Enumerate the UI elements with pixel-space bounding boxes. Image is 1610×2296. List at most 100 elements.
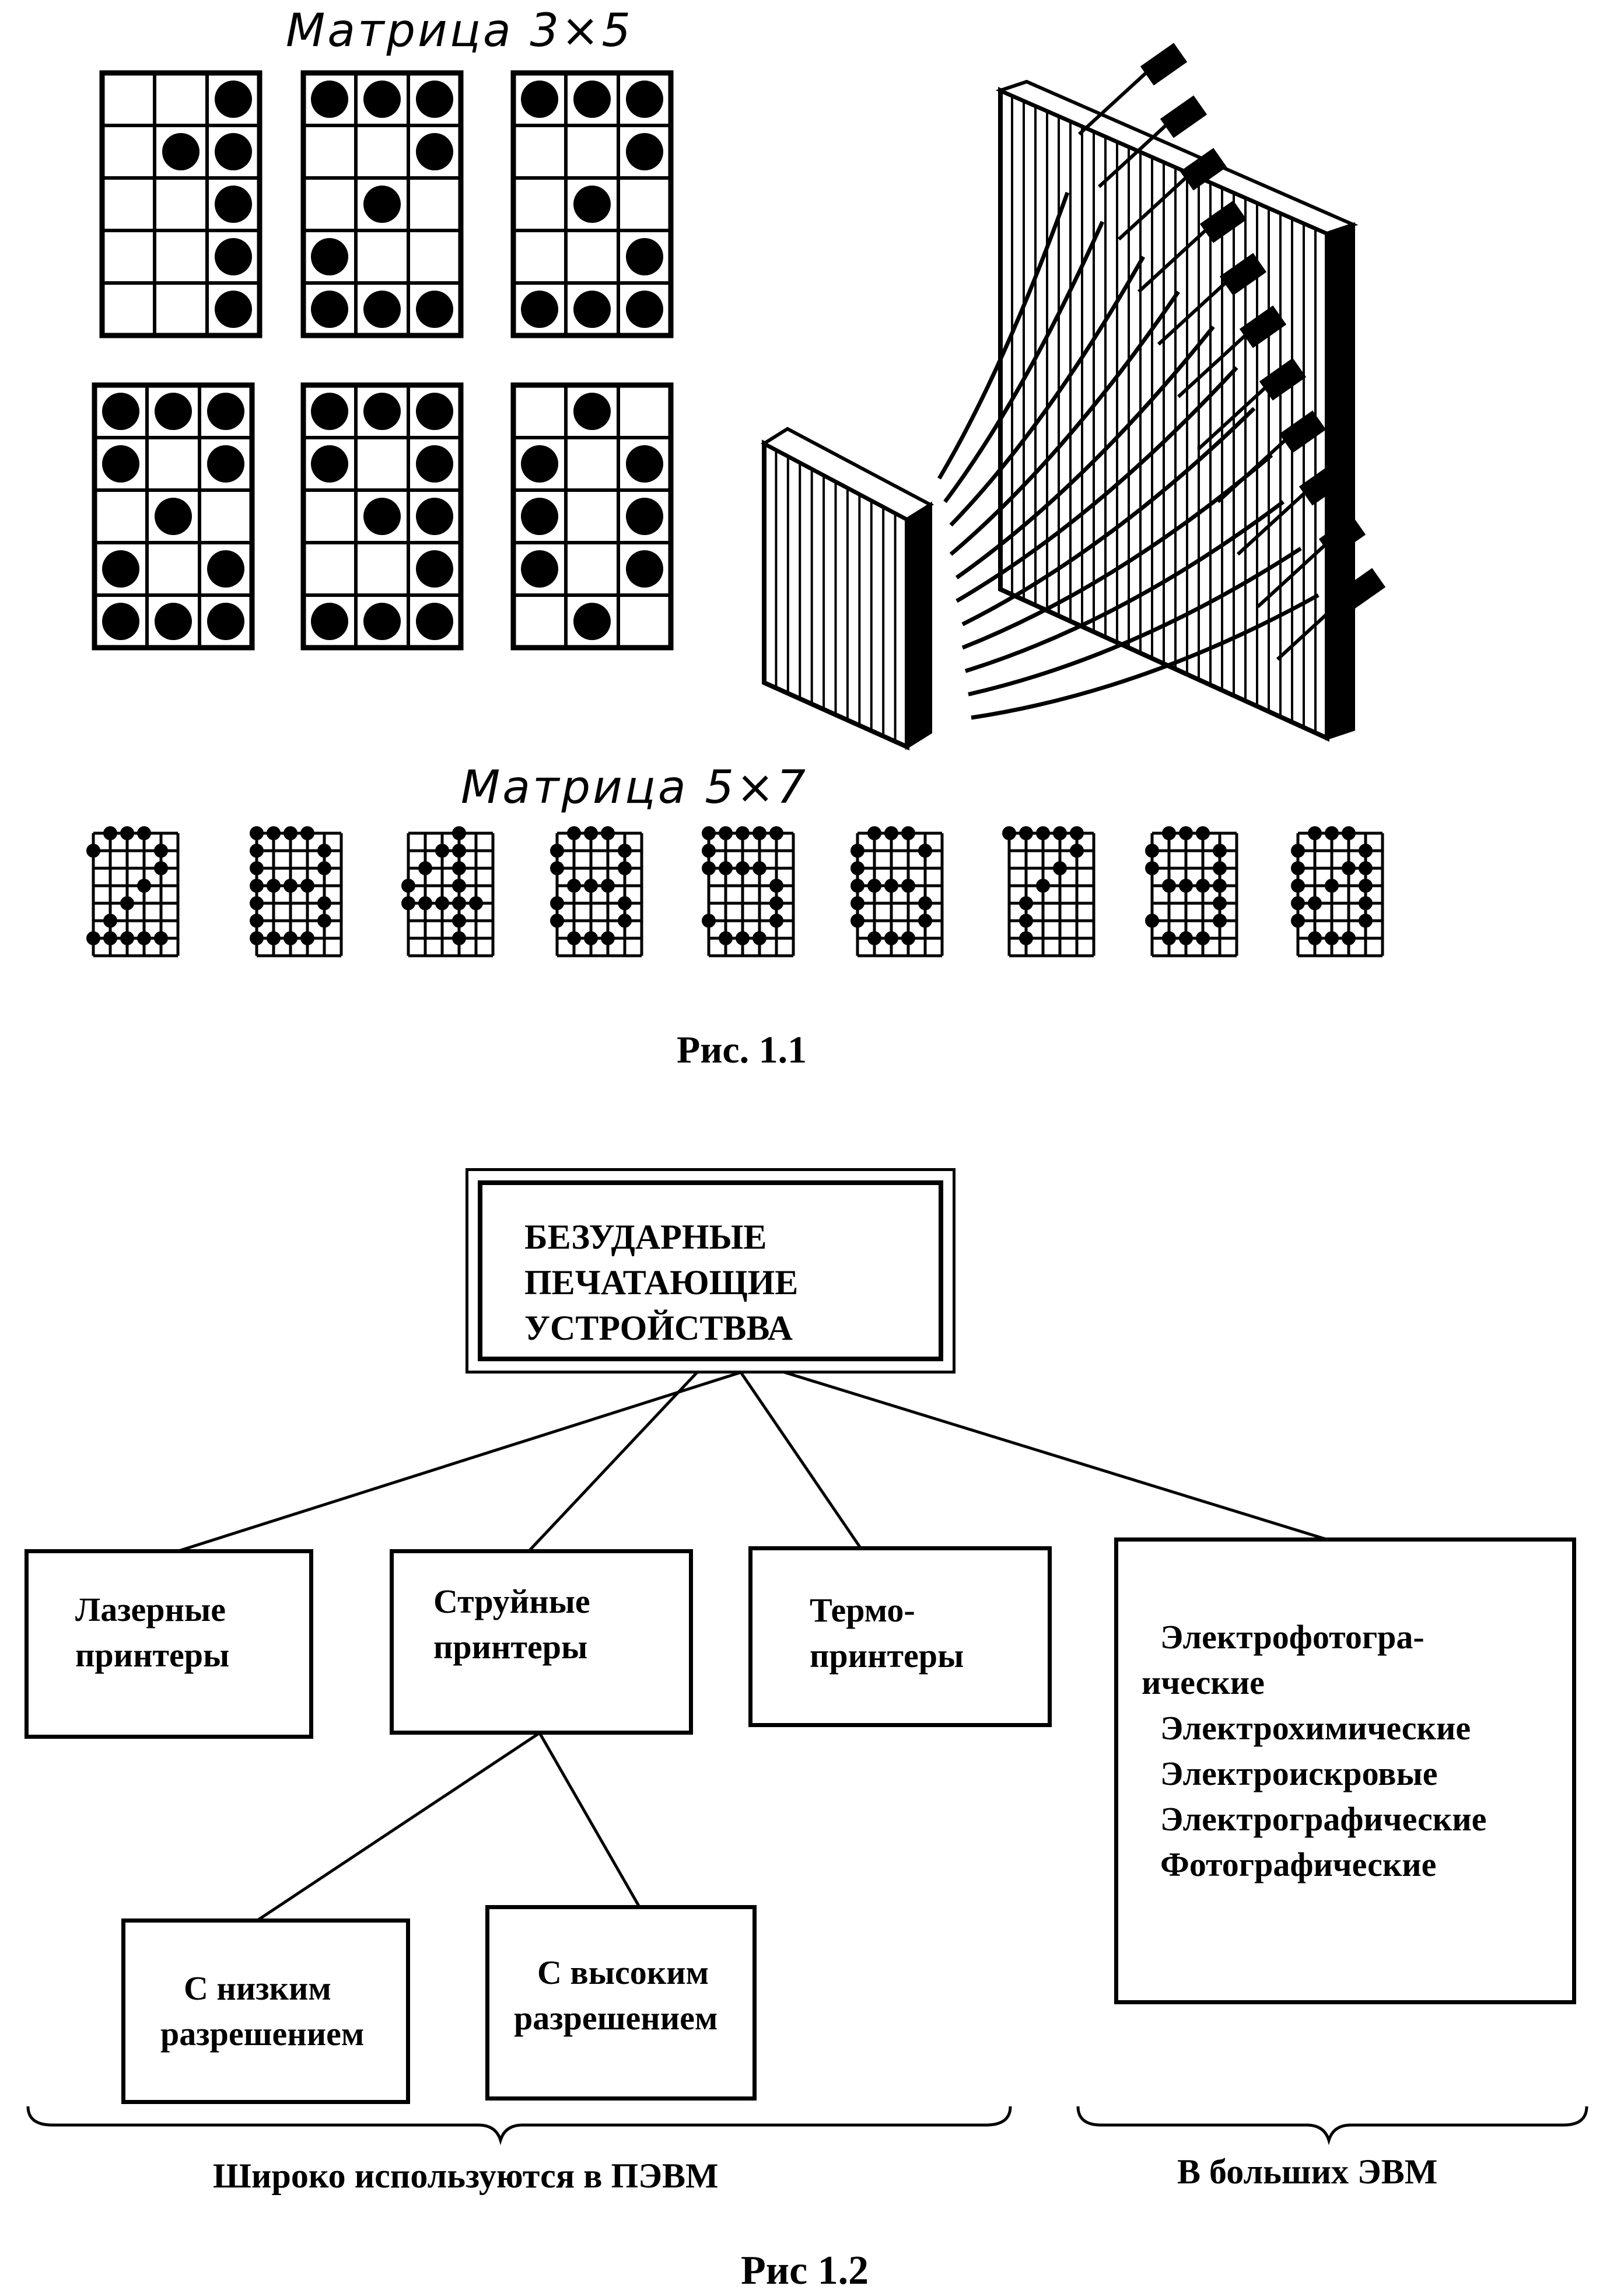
matrix-dot bbox=[573, 291, 611, 328]
matrix-dot bbox=[550, 861, 564, 875]
low-res-line-1: С низким bbox=[184, 1969, 331, 2007]
matrix-dot bbox=[452, 861, 466, 875]
laser-line-2: принтеры bbox=[75, 1636, 230, 1674]
matrix-dot bbox=[584, 879, 598, 893]
matrix-dot bbox=[1196, 826, 1210, 840]
wire-connector bbox=[1239, 305, 1287, 348]
matrix-dot bbox=[363, 498, 401, 535]
matrix-frame bbox=[92, 382, 255, 651]
matrix-dot bbox=[120, 896, 134, 910]
matrix-dot bbox=[1291, 844, 1305, 858]
matrix-dot bbox=[363, 291, 401, 328]
matrix-5x7-3 bbox=[401, 826, 495, 957]
matrix-dot bbox=[1342, 826, 1356, 840]
matrix-dot bbox=[1213, 879, 1227, 893]
matrix-dot bbox=[1308, 896, 1322, 910]
matrix-dot bbox=[618, 914, 632, 928]
matrix-dot bbox=[1342, 861, 1356, 875]
needle bbox=[964, 500, 1285, 673]
inkjet-printers-box: Струйные принтеры bbox=[390, 1549, 693, 1735]
matrix-dot bbox=[1213, 844, 1227, 858]
brace-right-label: В больших ЭВМ bbox=[1177, 2152, 1438, 2191]
matrix-dot bbox=[1019, 896, 1033, 910]
matrix-dot bbox=[1342, 931, 1356, 945]
other-line-2: ические bbox=[1142, 1664, 1265, 1701]
connector-inkjet-highres bbox=[538, 1732, 643, 1912]
matrix-cell bbox=[617, 176, 673, 232]
root-line-3: УСТРОЙСТВВА bbox=[524, 1309, 793, 1347]
connector-root-other bbox=[784, 1371, 1331, 1542]
low-res-box: С низким разрешением bbox=[121, 1918, 410, 2104]
matrix-dot bbox=[702, 914, 716, 928]
matrix-dot bbox=[850, 914, 864, 928]
matrix-dot bbox=[850, 861, 864, 875]
matrix-dot bbox=[1359, 914, 1373, 928]
matrix-dot bbox=[137, 879, 151, 893]
figure-1-2-caption: Рис 1.2 bbox=[741, 2248, 869, 2293]
matrix-dot bbox=[1002, 826, 1016, 840]
matrix-cell bbox=[354, 124, 410, 180]
matrix-dot bbox=[521, 498, 558, 535]
matrix-dot bbox=[1019, 931, 1033, 945]
matrix-dot bbox=[154, 931, 168, 945]
matrix-dot bbox=[1325, 931, 1339, 945]
matrix-dot bbox=[736, 931, 750, 945]
matrix-cell bbox=[153, 176, 209, 232]
matrix-dot bbox=[1145, 914, 1159, 928]
matrix-dot bbox=[567, 931, 581, 945]
matrix-dot bbox=[752, 931, 766, 945]
matrix-dot bbox=[626, 498, 663, 535]
matrix-dot bbox=[317, 844, 331, 858]
matrix-5x7-9 bbox=[1291, 826, 1384, 957]
matrix-dot bbox=[752, 826, 766, 840]
matrix-dot bbox=[1359, 861, 1373, 875]
matrix-dot bbox=[1213, 861, 1227, 875]
matrix-dot bbox=[363, 186, 401, 223]
matrix-dot bbox=[416, 291, 453, 328]
matrix-dot bbox=[250, 844, 264, 858]
wire-connector bbox=[1318, 515, 1366, 558]
laser-printers-text: Лазерные принтеры bbox=[75, 1587, 229, 1678]
root-box-text: БЕЗУДАРНЫЕ ПЕЧАТАЮЩИЕ УСТРОЙСТВВА bbox=[524, 1214, 798, 1351]
matrix-dot bbox=[317, 896, 331, 910]
matrix-dot bbox=[584, 826, 598, 840]
matrix-dot bbox=[769, 879, 783, 893]
matrix-dot bbox=[1359, 879, 1373, 893]
matrix-dot bbox=[154, 844, 168, 858]
root-box-outer: БЕЗУДАРНЫЕ ПЕЧАТАЮЩИЕ УСТРОЙСТВВА bbox=[466, 1168, 956, 1374]
matrix-dot bbox=[155, 393, 192, 430]
matrix-dot bbox=[702, 861, 716, 875]
matrix-dot bbox=[1179, 879, 1193, 893]
matrix-dot bbox=[311, 393, 348, 430]
matrix-dot bbox=[618, 896, 632, 910]
thermo-printers-box: Термо- принтеры bbox=[748, 1546, 1052, 1727]
matrix-dot bbox=[1162, 879, 1176, 893]
matrix-dot bbox=[300, 931, 314, 945]
other-line-1: Электрофотогра- bbox=[1160, 1618, 1424, 1656]
other-line-6: Фотографические bbox=[1160, 1846, 1437, 1883]
matrix-dot bbox=[1019, 914, 1033, 928]
needle bbox=[937, 191, 1070, 480]
matrix-dot bbox=[702, 844, 716, 858]
inkjet-line-1: Струйные bbox=[433, 1582, 590, 1620]
matrix-dot bbox=[452, 896, 466, 910]
matrix-dot bbox=[1359, 896, 1373, 910]
matrix-dot bbox=[918, 914, 932, 928]
thermo-line-2: принтеры bbox=[810, 1637, 964, 1675]
matrix-dot bbox=[300, 826, 314, 840]
matrix-dot bbox=[1359, 844, 1373, 858]
matrix-dot bbox=[363, 393, 401, 430]
thermo-printers-text: Термо- принтеры bbox=[810, 1588, 964, 1679]
matrix-dot bbox=[311, 238, 348, 275]
matrix-dot bbox=[1162, 826, 1176, 840]
matrix-3x5-5 bbox=[300, 382, 464, 651]
matrix-dot bbox=[736, 861, 750, 875]
matrix-3x5-3 bbox=[510, 70, 674, 338]
high-res-box: С высоким разрешением bbox=[485, 1905, 757, 2101]
matrix-dot bbox=[103, 826, 117, 840]
wire bbox=[1097, 121, 1171, 188]
matrix-dot bbox=[102, 603, 139, 640]
matrix-dot bbox=[884, 879, 898, 893]
needle bbox=[949, 291, 1180, 556]
